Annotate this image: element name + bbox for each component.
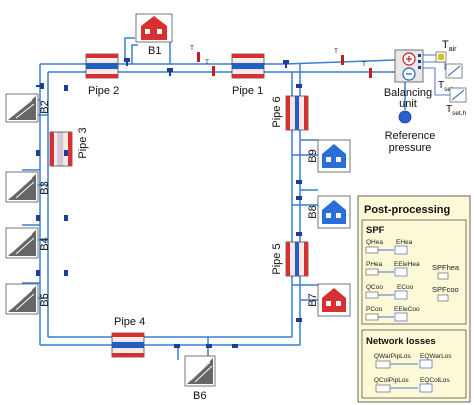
pipe-5[interactable]: Pipe 5 (271, 241, 309, 277)
building-b7-label: B7 (307, 293, 319, 306)
pipe-6-label: Pipe 6 (271, 96, 283, 127)
spf-row-4-input: PCoo (366, 306, 383, 313)
building-b6-label: B6 (193, 390, 206, 402)
svg-text:T: T (205, 59, 209, 66)
building-b5[interactable]: B5 (5, 283, 51, 315)
spf-row-2-input: PHea (366, 261, 383, 268)
building-b2[interactable]: B2 (5, 93, 51, 123)
temperature-sensor-4[interactable]: T (362, 61, 372, 78)
loss-row-1-output: EQWarLos (420, 353, 452, 360)
network-losses-title: Network losses (366, 336, 436, 347)
pipe-2[interactable]: Pipe 2 (85, 53, 119, 97)
building-b9[interactable]: B9 (307, 139, 351, 173)
temperature-sensor-2[interactable]: T (205, 59, 215, 76)
pipe-5-label: Pipe 5 (271, 243, 283, 274)
loss-row-2-input: QColPipLos (374, 377, 409, 384)
reference-pressure[interactable]: Reference pressure (385, 110, 436, 154)
balancing-unit-label-line2: unit (399, 98, 417, 110)
spf-group: SPF QHea EHea PHea EEleHea QCoo ECoo PCo… (361, 219, 467, 325)
building-b8[interactable]: B8 (307, 195, 351, 229)
building-b1[interactable]: B1 (135, 13, 173, 57)
svg-text:T: T (190, 45, 194, 52)
pipe-6[interactable]: Pipe 6 (271, 95, 309, 131)
building-b7[interactable]: B7 (307, 283, 351, 317)
spf-row-2-output: EEleHea (394, 261, 420, 268)
building-b3[interactable]: B3 (5, 171, 51, 203)
building-b6[interactable]: B6 (184, 355, 216, 402)
loss-row-1-input: QWarPipLos (374, 353, 411, 360)
t-air-label: Tair (442, 39, 457, 53)
post-processing-panel: Post-processing SPF QHea EHea PHea EEleH… (357, 195, 471, 403)
pipe-1-label: Pipe 1 (232, 85, 263, 97)
network-losses-group: Network losses QWarPipLos EQWarLos QColP… (361, 329, 467, 399)
temperature-sensor-3[interactable]: T (334, 48, 344, 65)
reference-pressure-label-line1: Reference (385, 130, 436, 142)
spf-row-4-output: EEleCoo (394, 306, 420, 313)
temperature-sensor-1[interactable]: T (190, 45, 200, 62)
loss-row-2-output: EQColLos (420, 377, 450, 384)
junctions (36, 58, 302, 348)
building-b1-label: B1 (148, 45, 161, 57)
pipe-1[interactable]: Pipe 1 (231, 53, 265, 97)
t-set-h-source[interactable]: Tset,h (446, 87, 467, 117)
svg-text:T: T (362, 61, 366, 68)
pipe-2-label: Pipe 2 (88, 85, 119, 97)
t-air-source[interactable]: Tair (435, 39, 457, 63)
pipe-3-label: Pipe 3 (77, 127, 89, 158)
building-b8-label: B8 (307, 205, 319, 218)
building-b5-label: B5 (39, 293, 51, 306)
building-b3-label: B3 (39, 181, 51, 194)
building-b4[interactable]: B4 (5, 227, 51, 259)
building-b4-label: B4 (39, 237, 51, 250)
balancing-unit[interactable]: Balancing unit (384, 49, 432, 110)
spf-row-3-input: QCoo (366, 284, 383, 291)
svg-text:T: T (334, 48, 338, 55)
spf-row-1-output: EHea (396, 239, 413, 246)
post-processing-title: Post-processing (364, 204, 450, 216)
spf-row-3-output: ECoo (397, 284, 414, 291)
pipe-3[interactable]: Pipe 3 (49, 127, 89, 167)
spf-heating-output: SPFhea (432, 263, 460, 272)
spf-cooling-output: SPFcoo (432, 285, 459, 294)
pipe-4-label: Pipe 4 (114, 316, 145, 328)
balancing-unit-label-line1: Balancing (384, 87, 432, 99)
t-set-h-label: Tset,h (446, 104, 467, 117)
building-b9-label: B9 (307, 149, 319, 162)
pipe-4[interactable]: Pipe 4 (111, 316, 145, 358)
building-b2-label: B2 (39, 100, 51, 113)
spf-row-1-input: QHea (366, 239, 383, 246)
spf-title: SPF (366, 225, 385, 236)
reference-pressure-label-line2: pressure (389, 142, 432, 154)
